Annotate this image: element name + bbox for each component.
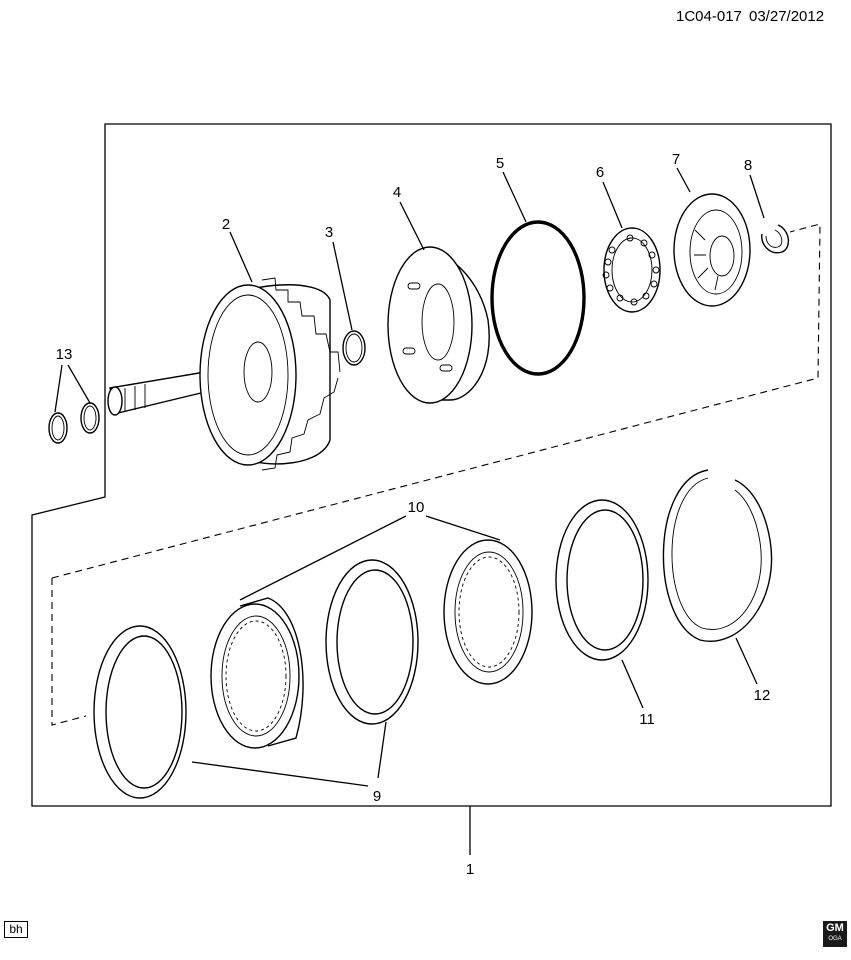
gm-logo: GM OGA [823, 921, 847, 947]
assembly-outline [31, 123, 832, 807]
callout-12: 12 [754, 687, 771, 704]
diagram-code: 1C04-017 [676, 8, 742, 25]
callout-5: 5 [496, 155, 504, 172]
diagram-date: 03/27/2012 [749, 8, 824, 25]
callout-2: 2 [222, 216, 230, 233]
part-11-steel-plate [555, 499, 649, 661]
part-13-rings [48, 402, 100, 444]
callout-9: 9 [373, 788, 381, 805]
part-9-steel-plate-a [93, 625, 187, 799]
leader-lines [54, 167, 765, 787]
callout-8: 8 [744, 157, 752, 174]
callout-1: 1 [466, 861, 474, 878]
callout-11: 11 [639, 711, 655, 728]
callout-10: 10 [408, 499, 425, 516]
part-10-friction-plate-a [210, 597, 304, 749]
part-5-seal-ring [490, 220, 586, 376]
callout-7: 7 [672, 151, 680, 168]
part-2-input-housing [107, 277, 341, 471]
part-8-snap-ring [761, 224, 789, 254]
part-9-steel-plate-b [325, 559, 419, 725]
part-4-piston [387, 246, 490, 404]
part-10-friction-plate-b [443, 539, 533, 685]
callout-6: 6 [596, 164, 604, 181]
bh-badge: bh [4, 921, 28, 938]
subgroup-outline [51, 223, 821, 726]
part-7-retainer [673, 193, 751, 307]
callout-3: 3 [325, 224, 333, 241]
part-3-o-ring [342, 330, 366, 366]
callout-13: 13 [56, 346, 73, 363]
gm-logo-text: GM [826, 922, 844, 934]
gm-logo-subtext: OGA [828, 936, 842, 942]
callout-4: 4 [393, 184, 401, 201]
part-12-snap-ring [662, 469, 773, 642]
part-6-spring-assembly [602, 227, 661, 313]
